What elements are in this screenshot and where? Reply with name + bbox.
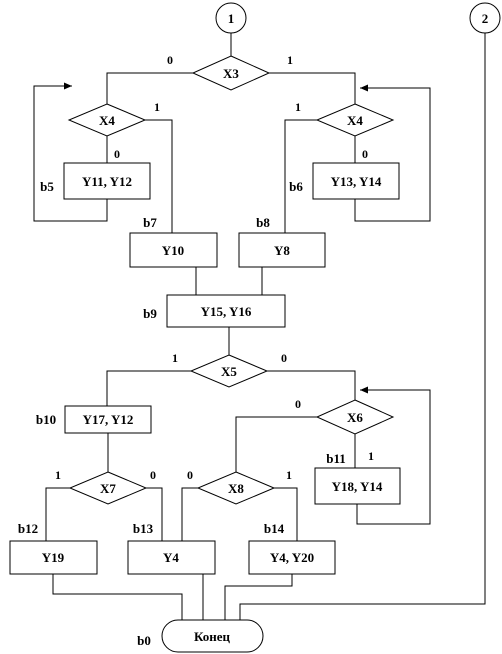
state-b13: b13 <box>133 521 154 536</box>
state-b14: b14 <box>264 521 285 536</box>
connector-2: 2 <box>469 2 501 34</box>
edge-x3-1 <box>269 72 356 104</box>
label-x5-0: 0 <box>281 351 287 365</box>
block-y4-y20: Y4, Y20 <box>248 540 336 575</box>
block-y4-label: Y4 <box>163 550 179 565</box>
edge-loop-x6 <box>356 389 431 525</box>
block-y13-y14: Y13, Y14 <box>312 162 400 200</box>
label-x8-0: 0 <box>187 468 193 482</box>
decision-x8-label: X8 <box>228 481 244 496</box>
decision-x7-label: X7 <box>100 481 116 496</box>
decision-x5: X5 <box>189 354 269 388</box>
block-y17-y12: Y17, Y12 <box>64 405 152 434</box>
decision-x4-right: X4 <box>315 103 395 137</box>
decision-x7: X7 <box>68 471 148 505</box>
label-x6-1: 1 <box>368 449 374 463</box>
edge-x6-0 <box>235 416 317 472</box>
block-y17-y12-label: Y17, Y12 <box>83 412 134 427</box>
decision-x4-left-label: X4 <box>99 113 115 128</box>
connector-1: 1 <box>215 2 247 34</box>
edge-x7-1 <box>45 487 70 541</box>
edge-x4l-1 <box>145 119 173 233</box>
connector-1-label: 1 <box>228 11 235 26</box>
block-y18-y14-label: Y18, Y14 <box>332 479 383 494</box>
label-x4l-0: 0 <box>114 147 120 161</box>
decision-x4-left: X4 <box>67 103 147 137</box>
decision-x8: X8 <box>196 471 276 505</box>
edge-x4r-1 <box>284 119 317 233</box>
label-x4r-0: 0 <box>362 147 368 161</box>
edge-x7-0 <box>146 487 163 541</box>
label-x3-1: 1 <box>287 53 293 67</box>
edge-c2-end <box>239 33 486 620</box>
label-x5-1: 1 <box>172 351 178 365</box>
label-x8-1: 1 <box>286 468 292 482</box>
edge-x3-0 <box>106 72 193 108</box>
edge-y19-end <box>52 574 183 620</box>
block-y10-label: Y10 <box>162 243 184 258</box>
block-y10: Y10 <box>129 232 218 268</box>
state-b6: b6 <box>289 179 303 194</box>
decision-x6-label: X6 <box>347 410 363 425</box>
block-y19-label: Y19 <box>42 550 65 565</box>
block-y19: Y19 <box>9 540 98 575</box>
edge-x5-1 <box>106 370 191 406</box>
state-b11: b11 <box>326 451 346 466</box>
edge-x8-1 <box>274 487 298 541</box>
edge-x5-0 <box>267 370 356 400</box>
decision-x4-right-label: X4 <box>347 113 363 128</box>
block-y4-y20-label: Y4, Y20 <box>270 550 314 565</box>
arrow-loop-left <box>64 82 72 90</box>
block-y15-y16: Y15, Y16 <box>166 294 286 328</box>
label-x4r-1: 1 <box>295 100 301 114</box>
label-x4l-1: 1 <box>154 100 160 114</box>
arrow-loop-right <box>360 84 368 92</box>
label-x6-0: 0 <box>295 397 301 411</box>
edge-loop-right <box>354 87 431 222</box>
edge-x8-0 <box>181 487 198 541</box>
decision-x6: X6 <box>315 399 395 435</box>
arrow-loop-x6 <box>360 386 368 394</box>
block-y11-y12-label: Y11, Y12 <box>82 174 132 189</box>
decision-x5-label: X5 <box>221 364 237 379</box>
label-x7-1: 1 <box>55 468 61 482</box>
state-b10: b10 <box>36 412 56 427</box>
terminator-end-label: Конец <box>194 629 231 644</box>
block-y4: Y4 <box>127 540 216 575</box>
label-x7-0: 0 <box>150 468 156 482</box>
edge-y4y20-end <box>224 574 293 620</box>
edge-loop-left <box>33 85 108 222</box>
decision-x3-label: X3 <box>223 66 239 81</box>
connector-2-label: 2 <box>482 11 489 26</box>
decision-x3: X3 <box>191 55 271 91</box>
state-b8: b8 <box>256 215 270 230</box>
block-y11-y12: Y11, Y12 <box>63 162 151 200</box>
state-b7: b7 <box>143 215 157 230</box>
terminator-end: Конец <box>161 619 264 653</box>
state-b5: b5 <box>40 179 54 194</box>
block-y8: Y8 <box>238 232 326 268</box>
block-y8-label: Y8 <box>274 243 290 258</box>
label-x3-0: 0 <box>167 53 173 67</box>
state-b9: b9 <box>143 306 157 321</box>
state-b0: b0 <box>137 633 151 648</box>
state-b12: b12 <box>18 521 38 536</box>
block-y13-y14-label: Y13, Y14 <box>331 174 382 189</box>
block-y15-y16-label: Y15, Y16 <box>201 304 252 319</box>
block-y18-y14: Y18, Y14 <box>314 467 401 505</box>
